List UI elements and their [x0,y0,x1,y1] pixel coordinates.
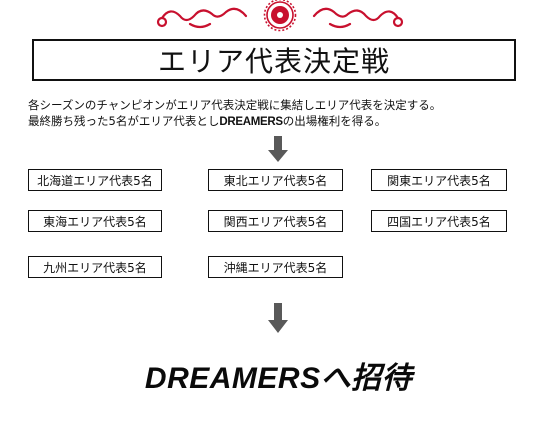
description-brand: DREAMERS [219,116,283,128]
area-label: 関西エリア代表5名 [223,214,328,229]
area-box-hokkaido: 北海道エリア代表5名 [28,169,162,191]
description-line-1: 各シーズンのチャンピオンがエリア代表決定戦に集結しエリア代表を決定する。 [28,98,442,112]
area-box-kyushu: 九州エリア代表5名 [28,256,162,278]
area-box-kansai: 関西エリア代表5名 [208,210,343,232]
invite-text: へ招待 [320,361,413,396]
area-label: 四国エリア代表5名 [387,214,491,229]
area-label: 北海道エリア代表5名 [37,173,153,188]
invite-brand: DREAMERS [144,362,321,395]
area-box-kanto: 関東エリア代表5名 [371,169,507,191]
description: 各シーズンのチャンピオンがエリア代表決定戦に集結しエリア代表を決定する。 最終勝… [28,97,441,130]
description-line-2-pre: 最終勝ち残った5名がエリア代表とし [28,114,220,128]
area-box-okinawa: 沖縄エリア代表5名 [208,256,343,278]
area-label: 東北エリア代表5名 [223,173,328,188]
area-box-tokai: 東海エリア代表5名 [28,210,162,232]
description-line-2-post: の出場権利を得る。 [282,114,387,128]
title-box: エリア代表決定戦 [32,39,516,81]
area-box-shikoku: 四国エリア代表5名 [371,210,507,232]
down-arrow-icon [268,303,288,333]
area-label: 東海エリア代表5名 [43,214,147,229]
page-title: エリア代表決定戦 [157,45,390,78]
ornament-flourish [156,0,404,32]
area-label: 沖縄エリア代表5名 [223,260,328,275]
area-label: 九州エリア代表5名 [43,260,147,275]
description-line-2: 最終勝ち残った5名がエリア代表としDREAMERSの出場権利を得る。 [28,113,441,130]
area-label: 関東エリア代表5名 [387,173,491,188]
down-arrow-icon [268,136,288,162]
invite-heading: DREAMERSへ招待 [0,353,557,397]
area-box-tohoku: 東北エリア代表5名 [208,169,343,191]
